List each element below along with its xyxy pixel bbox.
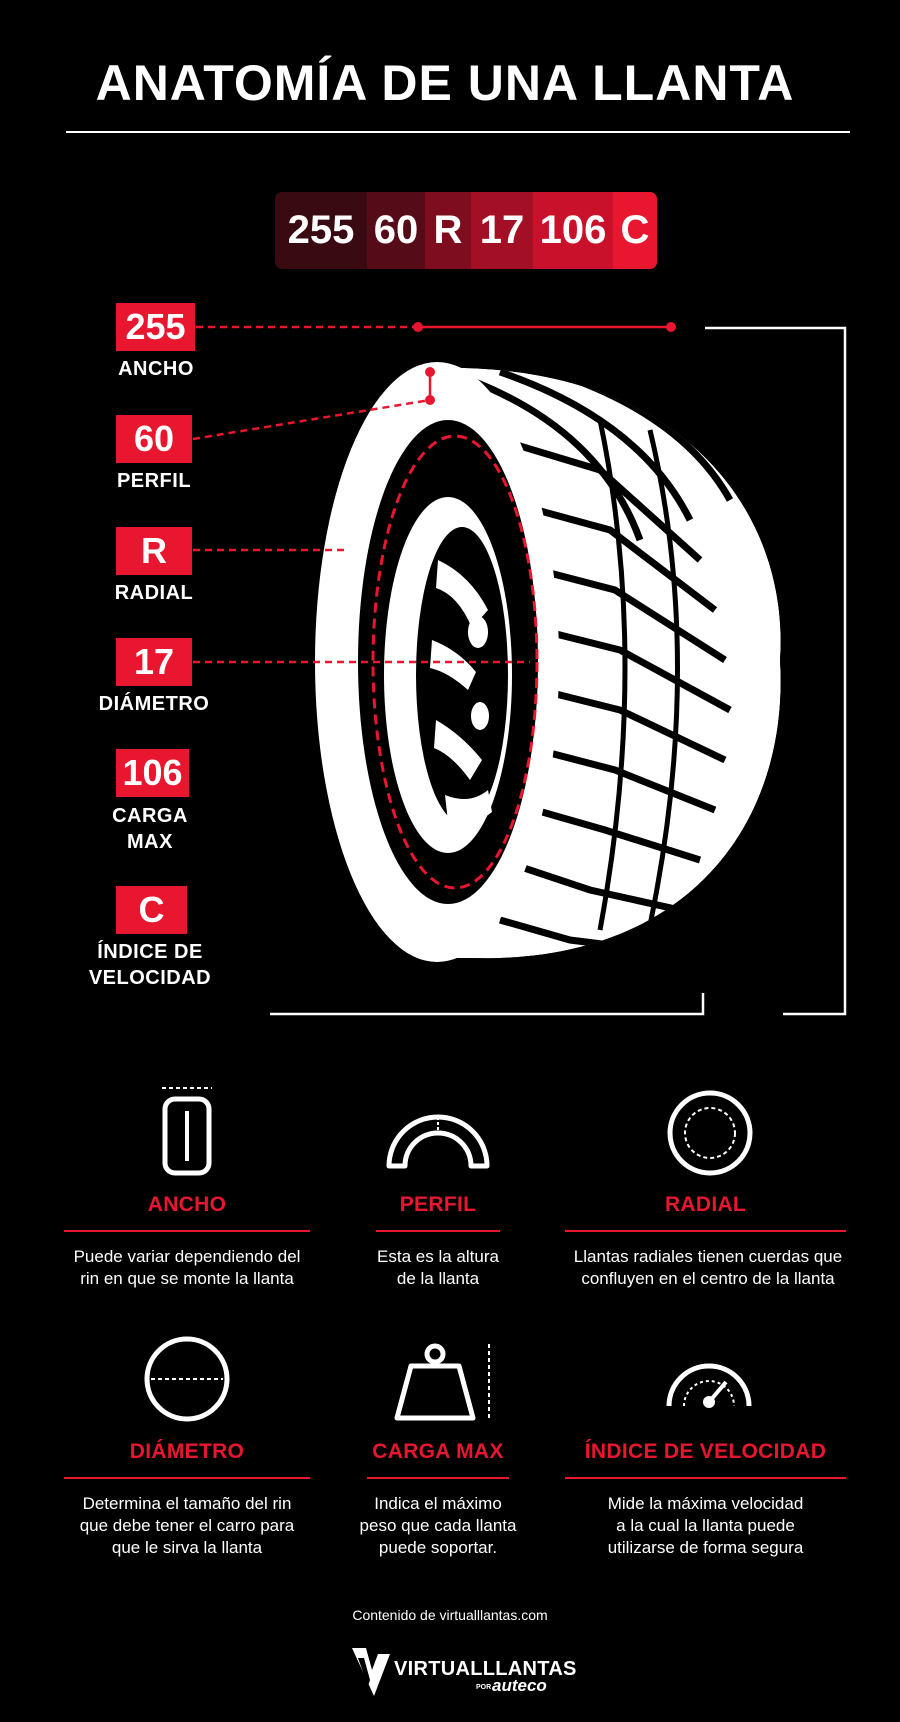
code-segment-width: 255 xyxy=(275,192,367,269)
feature-desc-width: Puede variar dependiendo del rin en que … xyxy=(40,1246,334,1290)
width-bracket xyxy=(705,326,847,1016)
feature-title-speed: ÍNDICE DE VELOCIDAD xyxy=(584,1440,827,1463)
code-segment-profile: 60 xyxy=(367,192,425,269)
width-icon xyxy=(162,1087,212,1176)
radial-icon xyxy=(667,1090,753,1176)
label-text-radial: RADIAL xyxy=(114,582,194,604)
feature-rule-width xyxy=(64,1230,310,1232)
feature-rule-speed xyxy=(565,1477,846,1479)
page-title: ANATOMÍA DE UNA LLANTA xyxy=(95,55,795,111)
feature-desc-load: Indica el máximo peso que cada llanta pu… xyxy=(338,1493,538,1559)
feature-title-radial: RADIAL xyxy=(664,1193,747,1216)
height-bracket xyxy=(270,993,705,1016)
code-segment-speed: C xyxy=(613,192,657,269)
label-text-width: ANCHO xyxy=(118,358,194,380)
feature-desc-diameter: Determina el tamaño del rin que debe ten… xyxy=(40,1493,334,1559)
label-code-load: 106 xyxy=(116,749,189,797)
feature-desc-load-line1: Indica el máximo xyxy=(374,1494,502,1513)
label-code-width: 255 xyxy=(116,303,195,351)
feature-desc-radial-line2: confluyen en el centro de la llanta xyxy=(581,1269,835,1288)
feature-desc-diameter-line3: que le sirva la llanta xyxy=(111,1538,263,1557)
feature-desc-speed-line1: Mide la máxima velocidad xyxy=(607,1494,804,1513)
label-text-speed: ÍNDICE DE VELOCIDAD xyxy=(60,939,240,991)
diameter-dashed-ring xyxy=(371,434,539,890)
brand-sub: auteco xyxy=(492,1676,547,1695)
wheel-spokes xyxy=(430,560,492,825)
connector-lines xyxy=(192,325,671,664)
connector-dots xyxy=(413,322,676,405)
brand-logo: VIRTUALLLANTAS POR auteco xyxy=(350,1646,576,1702)
feature-desc-width-line1: Puede variar dependiendo del xyxy=(73,1247,301,1266)
feature-desc-speed-line3: utilizarse de forma segura xyxy=(607,1538,804,1557)
feature-desc-radial: Llantas radiales tienen cuerdas que conf… xyxy=(548,1246,868,1290)
feature-desc-diameter-line2: que debe tener el carro para xyxy=(79,1516,295,1535)
feature-title-profile: PERFIL xyxy=(399,1193,477,1216)
feature-title-load: CARGA MAX xyxy=(372,1440,504,1463)
feature-desc-profile-line1: Esta es la altura xyxy=(377,1247,499,1266)
brand-name: VIRTUALLLANTAS xyxy=(394,1658,577,1680)
label-text-diameter: DIÁMETRO xyxy=(98,693,210,715)
label-text-speed-line2: VELOCIDAD xyxy=(88,967,212,989)
feature-desc-load-line3: puede soportar. xyxy=(378,1538,498,1557)
speedometer-icon xyxy=(666,1363,752,1408)
feature-title-diameter: DIÁMETRO xyxy=(129,1440,245,1463)
title-divider xyxy=(66,131,850,133)
label-code-profile: 60 xyxy=(116,415,192,463)
profile-icon xyxy=(386,1114,490,1169)
feature-desc-speed-line2: a la cual la llanta puede xyxy=(616,1516,795,1535)
feature-desc-load-line2: peso que cada llanta xyxy=(359,1516,517,1535)
diameter-icon xyxy=(144,1336,230,1422)
code-segment-radial: R xyxy=(425,192,471,269)
code-segment-diameter: 17 xyxy=(471,192,533,269)
feature-rule-profile xyxy=(376,1230,500,1232)
tire-illustration xyxy=(192,322,847,1016)
label-code-diameter: 17 xyxy=(116,638,192,686)
tire-code-strip: 255 60 R 17 106 C xyxy=(275,192,657,269)
brand-v-icon xyxy=(352,1648,390,1696)
feature-title-width: ANCHO xyxy=(147,1193,227,1216)
feature-desc-speed: Mide la máxima velocidad a la cual la ll… xyxy=(565,1493,846,1559)
label-text-load: CARGA MAX xyxy=(60,803,240,855)
feature-desc-width-line2: rin en que se monte la llanta xyxy=(80,1269,294,1288)
content-credit: Contenido de virtualllantas.com xyxy=(352,1607,548,1623)
feature-rule-load xyxy=(367,1477,509,1479)
label-text-speed-line1: ÍNDICE DE xyxy=(97,941,203,963)
feature-rule-diameter xyxy=(64,1477,310,1479)
label-code-speed: C xyxy=(116,886,187,934)
feature-desc-profile-line2: de la llanta xyxy=(396,1269,480,1288)
code-segment-load: 106 xyxy=(533,192,613,269)
feature-desc-profile: Esta es la altura de la llanta xyxy=(348,1246,528,1290)
label-code-radial: R xyxy=(116,527,192,575)
brand-por: POR xyxy=(476,1684,492,1691)
label-text-load-line1: CARGA xyxy=(112,805,188,827)
weight-icon xyxy=(394,1343,490,1421)
feature-desc-diameter-line1: Determina el tamaño del rin xyxy=(82,1494,292,1513)
feature-desc-radial-line1: Llantas radiales tienen cuerdas que xyxy=(573,1247,843,1266)
feature-rule-radial xyxy=(565,1230,846,1232)
label-text-load-line2: MAX xyxy=(127,831,173,853)
label-text-profile: PERFIL xyxy=(116,470,192,492)
